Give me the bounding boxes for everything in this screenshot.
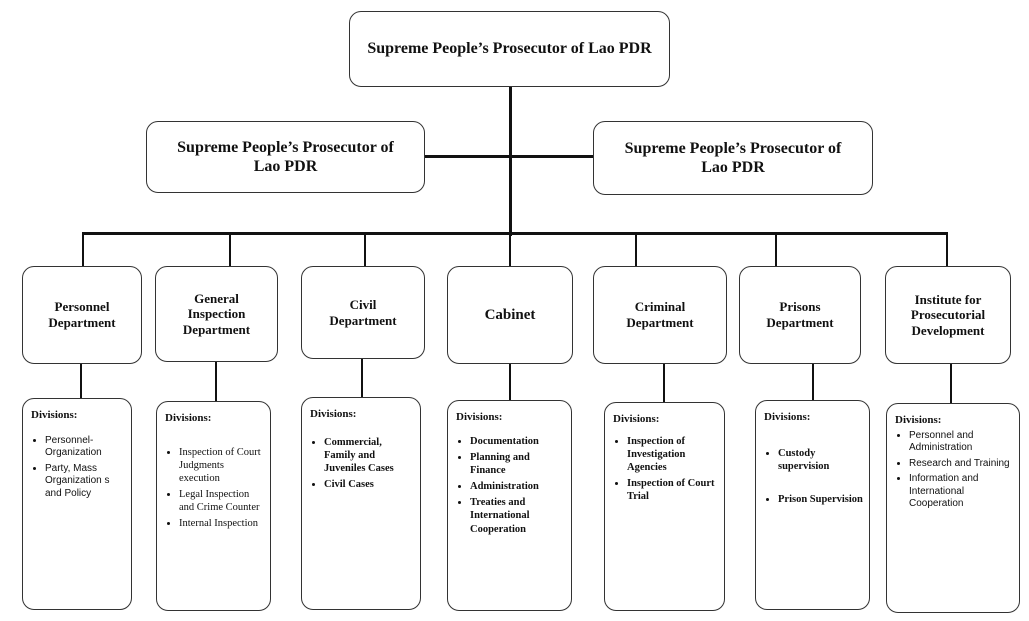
connector-dept-1: [82, 232, 84, 268]
department-box-institute: Institute for Prosecutorial Development: [885, 266, 1011, 364]
connector-div-1: [80, 364, 82, 400]
connector-div-3: [361, 359, 363, 399]
division-item: Commercial, Family and Juveniles Cases: [324, 436, 414, 475]
division-item: Civil Cases: [324, 478, 414, 491]
connector-div-7: [950, 364, 952, 404]
top-prosecutor-box: Supreme People’s Prosecutor of Lao PDR: [349, 11, 670, 87]
divisions-label: Divisions:: [310, 408, 357, 420]
divisions-list: Personnel-Organization Party, Mass Organ…: [31, 435, 125, 501]
department-box-general-inspection: General Inspection Department: [155, 266, 278, 362]
divisions-box-prisons: Divisions: Custody supervision Prison Su…: [755, 400, 870, 610]
department-box-personnel: Personnel Department: [22, 266, 142, 364]
connector-div-2: [215, 361, 217, 403]
divisions-box-personnel: Divisions: Personnel-Organization Party,…: [22, 398, 132, 610]
divisions-list: Custody supervision Prison Supervision: [764, 447, 863, 506]
department-title: Civil Department: [329, 296, 397, 328]
division-item: Personnel and Administration: [909, 430, 1013, 455]
deputy-prosecutor-title-left: Supreme People’s Prosecutor of Lao PDR: [177, 138, 394, 175]
department-title: Criminal Department: [626, 299, 694, 330]
division-item: Legal Inspection and Crime Counter: [179, 488, 264, 514]
divisions-list: Commercial, Family and Juveniles Cases C…: [310, 436, 414, 492]
division-item: Inspection of Court Judgments execution: [179, 446, 264, 485]
divisions-label: Divisions:: [895, 414, 942, 426]
division-item: Documentation: [470, 435, 565, 448]
connector-top-vertical: [509, 86, 512, 236]
divisions-list: Inspection of Court Judgments execution …: [165, 446, 264, 531]
divisions-label: Divisions:: [31, 409, 78, 421]
connector-dept-6: [775, 232, 777, 268]
department-box-cabinet: Cabinet: [447, 266, 573, 364]
division-item: Treaties and International Cooperation: [470, 496, 565, 535]
division-item: Prison Supervision: [778, 493, 863, 506]
connector-dept-2: [229, 232, 231, 268]
connector-dept-4: [509, 232, 511, 268]
divisions-list: Documentation Planning and Finance Admin…: [456, 435, 565, 536]
divisions-label: Divisions:: [456, 411, 503, 423]
divisions-box-criminal: Divisions: Inspection of Investigation A…: [604, 402, 725, 611]
deputy-prosecutor-box-right: Supreme People’s Prosecutor of Lao PDR: [593, 121, 873, 195]
connector-deputies-horizontal: [424, 155, 594, 158]
department-box-civil: Civil Department: [301, 266, 425, 359]
divisions-box-institute: Divisions: Personnel and Administration …: [886, 403, 1020, 613]
division-item: Planning and Finance: [470, 451, 565, 477]
department-box-prisons: Prisons Department: [739, 266, 861, 364]
division-item: Information and International Cooperatio…: [909, 473, 1013, 511]
division-item: Research and Training: [909, 458, 1013, 471]
connector-div-6: [812, 364, 814, 402]
division-item: Custody supervision: [778, 447, 863, 473]
connector-dept-7: [946, 232, 948, 268]
connector-dept-5: [635, 232, 637, 268]
top-prosecutor-title: Supreme People’s Prosecutor of Lao PDR: [367, 40, 652, 58]
connector-div-4: [509, 364, 511, 402]
division-item: Inspection of Investigation Agencies: [627, 435, 718, 474]
divisions-box-cabinet: Divisions: Documentation Planning and Fi…: [447, 400, 572, 611]
divisions-label: Divisions:: [764, 411, 811, 423]
connector-dept-3: [364, 232, 366, 268]
connector-div-5: [663, 364, 665, 404]
division-item: Administration: [470, 480, 565, 493]
connector-departments-horizontal: [82, 232, 948, 235]
department-title: General Inspection Department: [182, 290, 251, 337]
division-item: Personnel-Organization: [45, 435, 125, 460]
department-title: Institute for Prosecutorial Development: [910, 291, 986, 338]
department-title: Personnel Department: [48, 299, 116, 330]
deputy-prosecutor-box-left: Supreme People’s Prosecutor of Lao PDR: [146, 121, 425, 193]
division-item: Party, Mass Organization s and Policy: [45, 463, 125, 501]
department-title: Cabinet: [484, 307, 536, 323]
divisions-label: Divisions:: [165, 412, 212, 424]
divisions-box-civil: Divisions: Commercial, Family and Juveni…: [301, 397, 421, 610]
division-item: Internal Inspection: [179, 517, 264, 530]
department-box-criminal: Criminal Department: [593, 266, 727, 364]
divisions-list: Personnel and Administration Research an…: [895, 430, 1013, 511]
division-item: Inspection of Court Trial: [627, 477, 718, 503]
divisions-box-general-inspection: Divisions: Inspection of Court Judgments…: [156, 401, 271, 611]
divisions-list: Inspection of Investigation Agencies Ins…: [613, 435, 718, 504]
deputy-prosecutor-title-right: Supreme People’s Prosecutor of Lao PDR: [624, 139, 842, 176]
department-title: Prisons Department: [766, 299, 834, 330]
divisions-label: Divisions:: [613, 413, 660, 425]
